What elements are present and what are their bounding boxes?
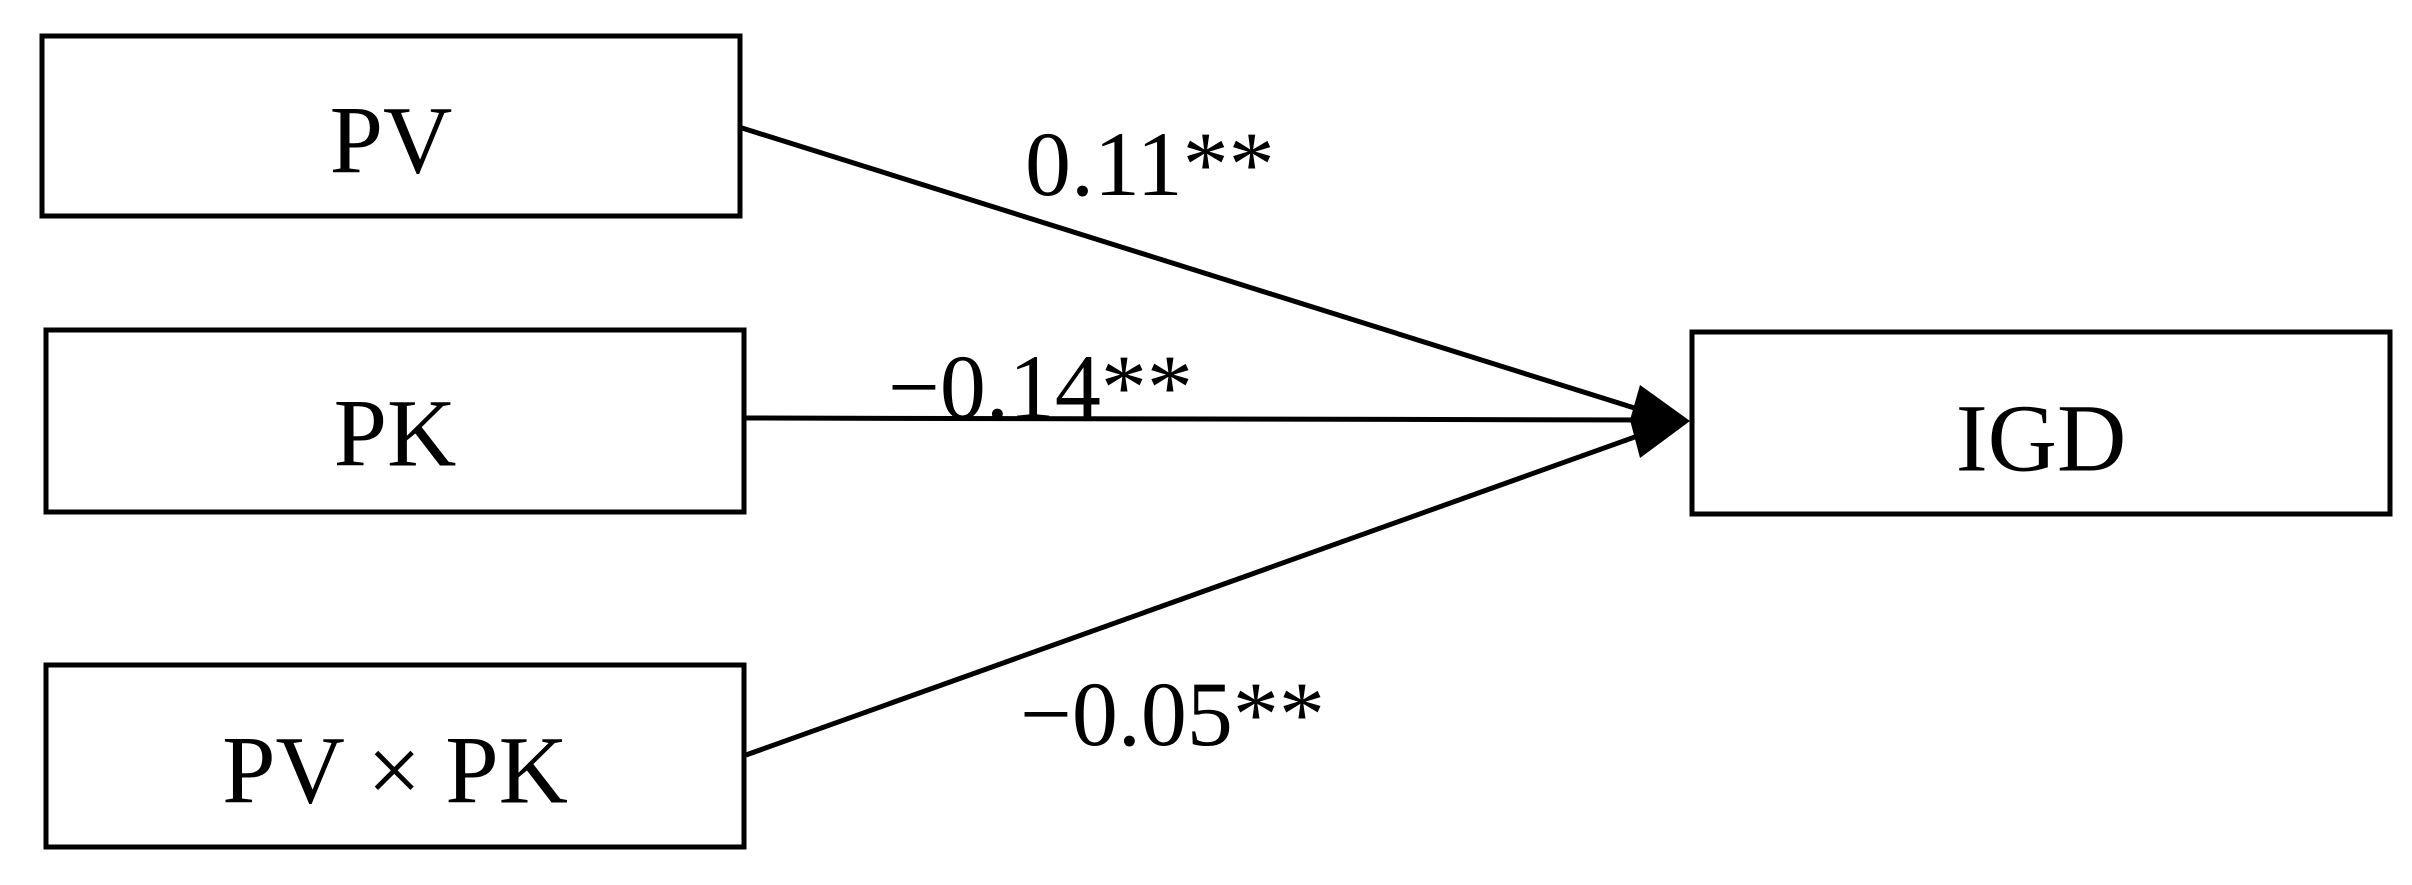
edge-label-pvxpk-to-igd: −0.05** <box>1020 663 1325 765</box>
node-label-pk: PK <box>334 380 457 487</box>
node-label-igd: IGD <box>1956 385 2127 492</box>
node-label-pv: PV <box>330 87 453 194</box>
edge-label-pv-to-igd: 0.11** <box>1025 113 1275 215</box>
arrowhead-icon <box>1630 385 1690 458</box>
node-label-pv-x-pk: PV × PK <box>222 717 568 824</box>
node-pk: PK <box>43 327 747 515</box>
node-box-pk <box>43 327 747 515</box>
node-box-pv-x-pk <box>43 662 747 850</box>
node-pv-x-pk: PV × PK <box>43 662 747 850</box>
node-igd: IGD <box>1689 329 2393 517</box>
node-box-pv <box>39 33 743 219</box>
edges <box>741 125 1690 758</box>
node-box-igd <box>1689 329 2393 517</box>
edge-pk-to-igd <box>745 415 1661 423</box>
edge-pvxpk-to-igd <box>745 425 1661 758</box>
edge-pv-to-igd <box>741 125 1661 419</box>
node-pv: PV <box>39 33 743 219</box>
edge-label-pk-to-igd: −0.14** <box>888 336 1193 438</box>
